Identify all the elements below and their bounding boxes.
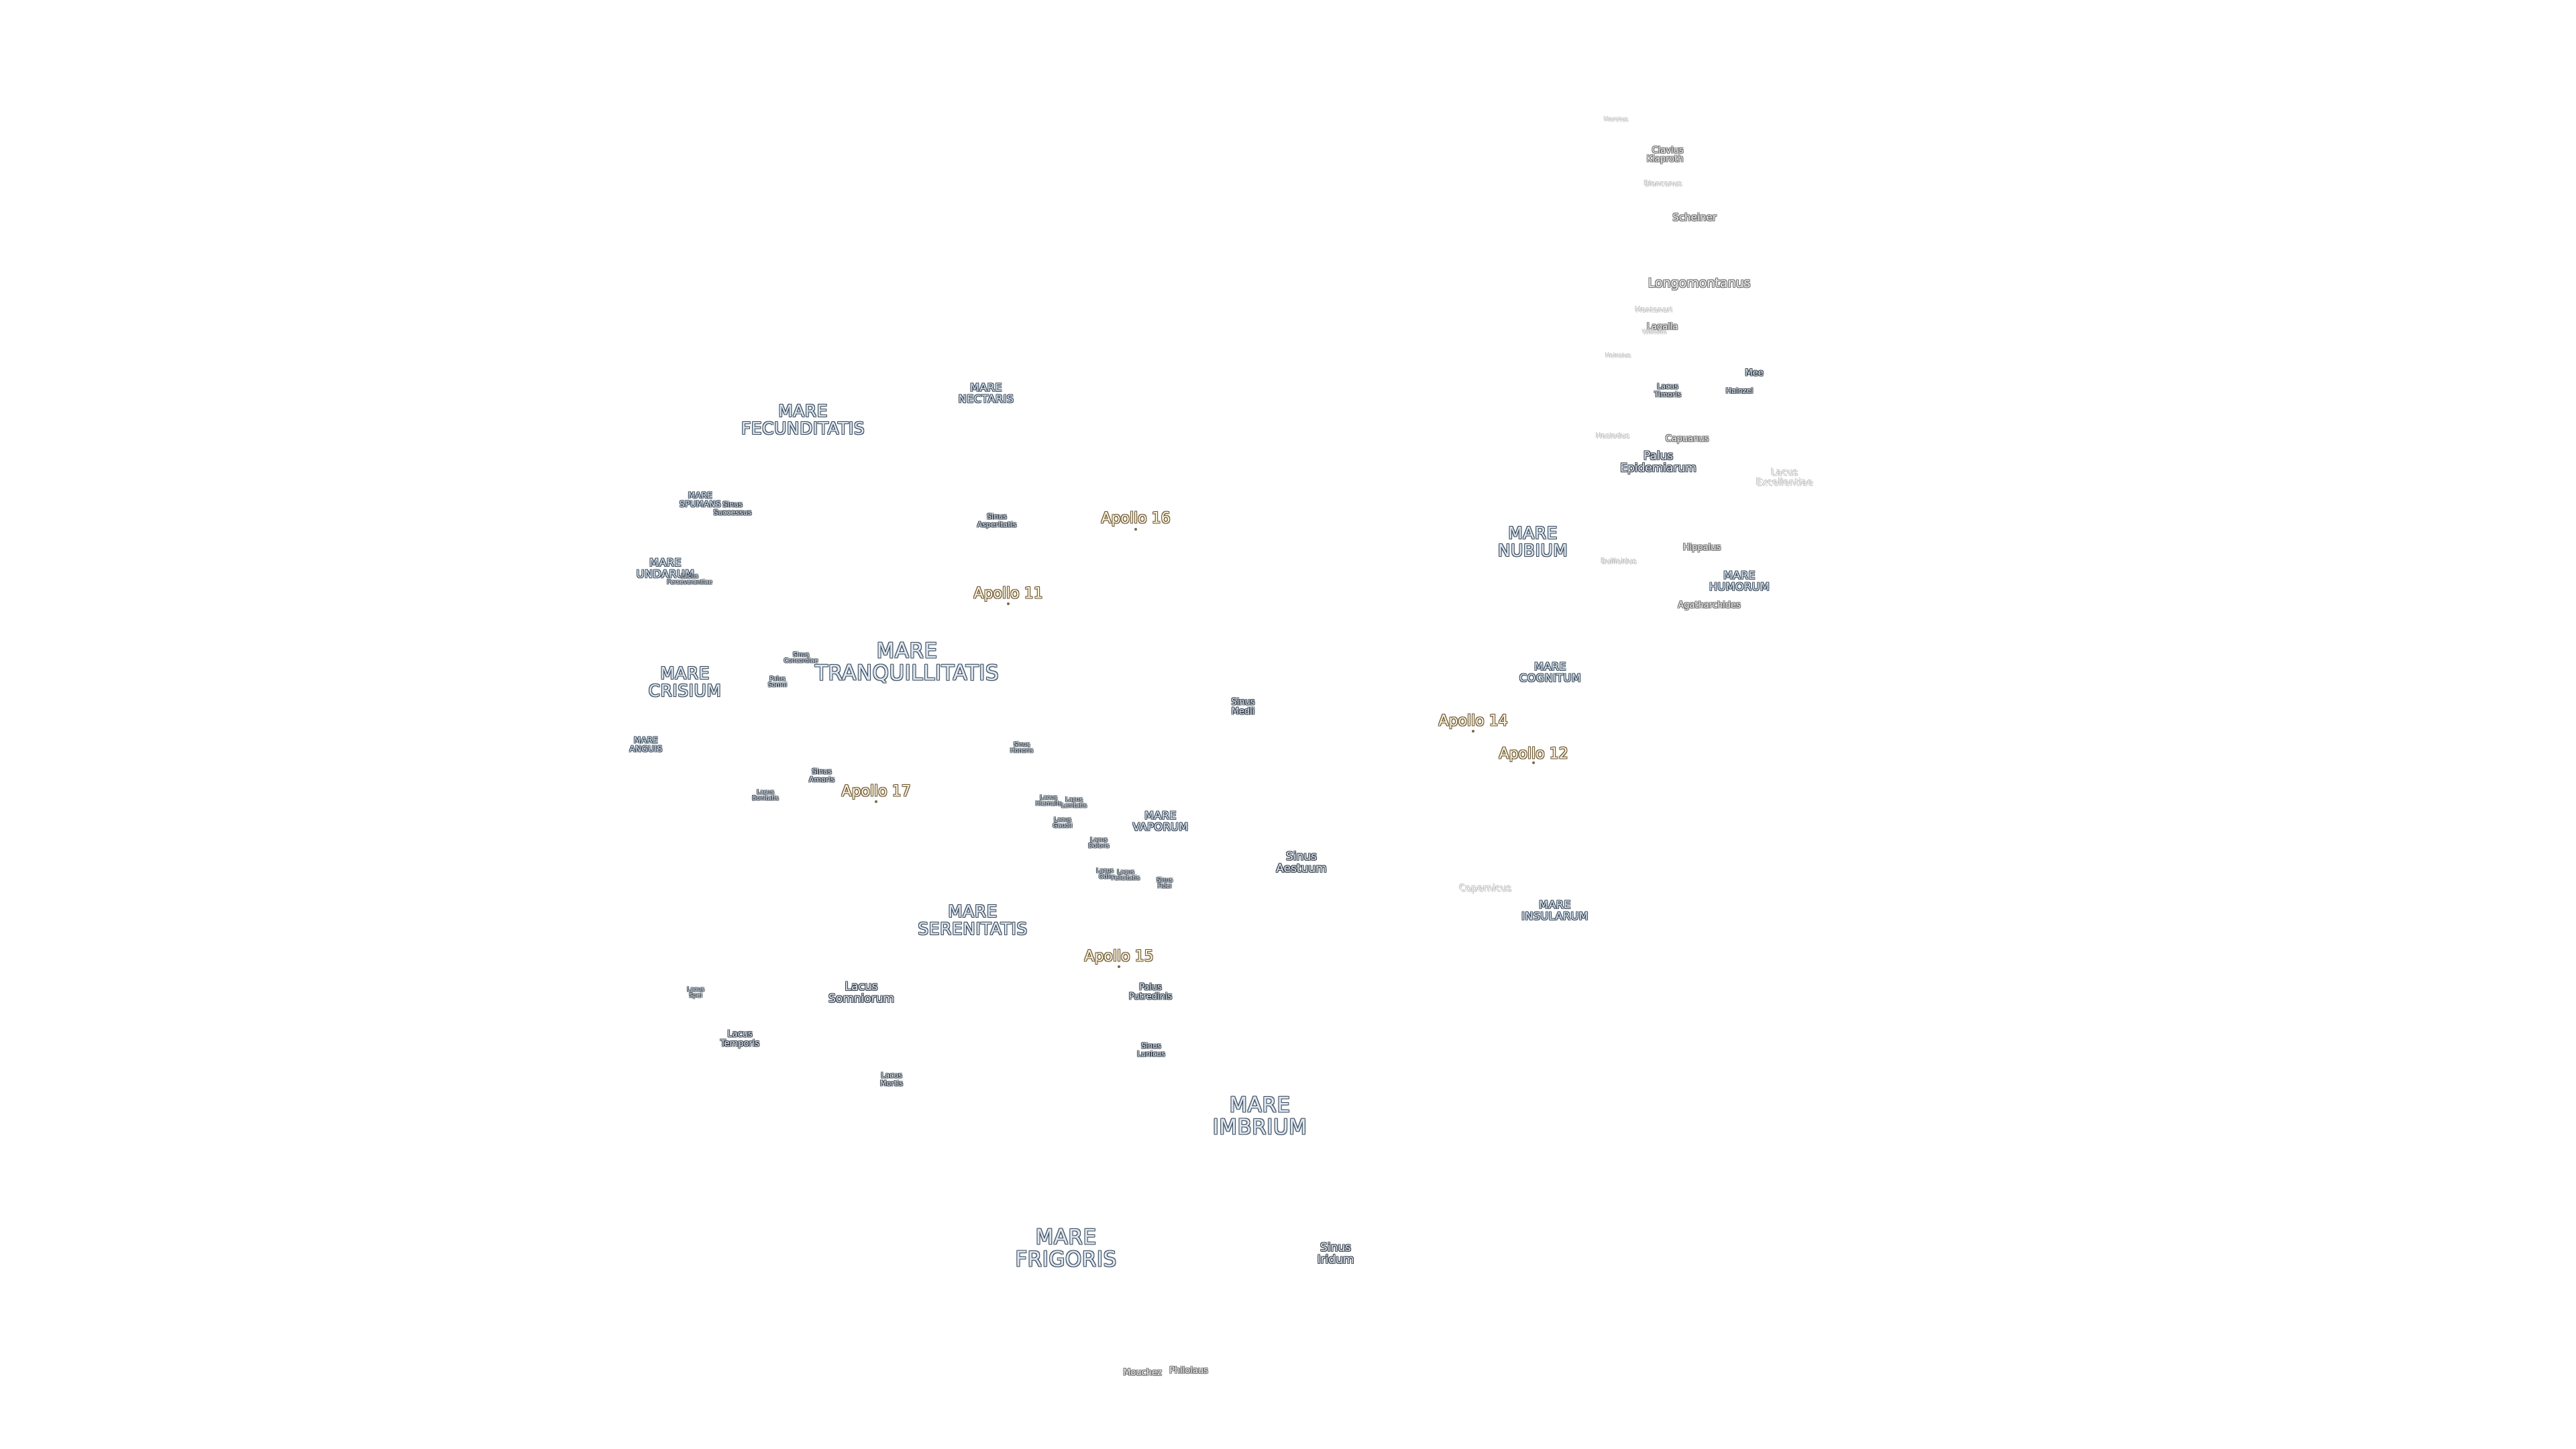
- apollo-15-site-marker: [1118, 965, 1120, 968]
- crater-clavius-label: Clavius: [1652, 146, 1684, 156]
- crater-heinsius-label: Heinsius: [1605, 352, 1631, 360]
- apollo-16-label: Apollo 16: [1101, 510, 1171, 527]
- crater-hippalus-label: Hippalus: [1682, 543, 1721, 553]
- crater-hesiodus-label: Hesiodus: [1595, 431, 1630, 441]
- crater-copernicus-label: Copernicus: [1459, 883, 1511, 894]
- crater-klaproth-label: Klaproth: [1646, 154, 1684, 165]
- crater-mee-label: Mee: [1745, 368, 1764, 379]
- crater-capuanus-label: Capuanus: [1665, 434, 1709, 445]
- apollo-16-site-marker: [1134, 528, 1137, 531]
- crater-agatharchides-label: Agatharchides: [1678, 600, 1741, 611]
- crater-hainzel-label: Hainzel: [1725, 386, 1754, 396]
- crater-scheiner-label: Scheiner: [1672, 211, 1717, 224]
- crater-philolaus-label: Philolaus: [1169, 1366, 1208, 1377]
- crater-lagalla-label: Lagalla: [1646, 322, 1678, 333]
- apollo-12-label: Apollo 12: [1499, 745, 1568, 763]
- crater-mouchez-label: Mouchez: [1123, 1368, 1162, 1379]
- apollo-14-site-marker: [1472, 730, 1474, 733]
- apollo-14-label: Apollo 14: [1438, 712, 1508, 730]
- crater-longomontanus-label: Longomontanus: [1648, 276, 1751, 291]
- crater-bullialdus-label: Bullialdus: [1601, 557, 1637, 566]
- crater-wilhelm-label: Wilhelm: [1642, 329, 1667, 336]
- crater-moretus-label: Moretus: [1603, 116, 1629, 123]
- apollo-15-label: Apollo 15: [1084, 948, 1154, 965]
- apollo-12-site-marker: [1532, 761, 1535, 764]
- apollo-17-site-marker: [875, 800, 877, 803]
- apollo-11-label: Apollo 11: [973, 585, 1043, 602]
- crater-blancanus-label: Blancanus: [1644, 179, 1682, 189]
- crater-montanari-label: Montanari: [1635, 305, 1672, 315]
- apollo-11-site-marker: [1007, 602, 1010, 605]
- apollo-17-label: Apollo 17: [841, 783, 911, 800]
